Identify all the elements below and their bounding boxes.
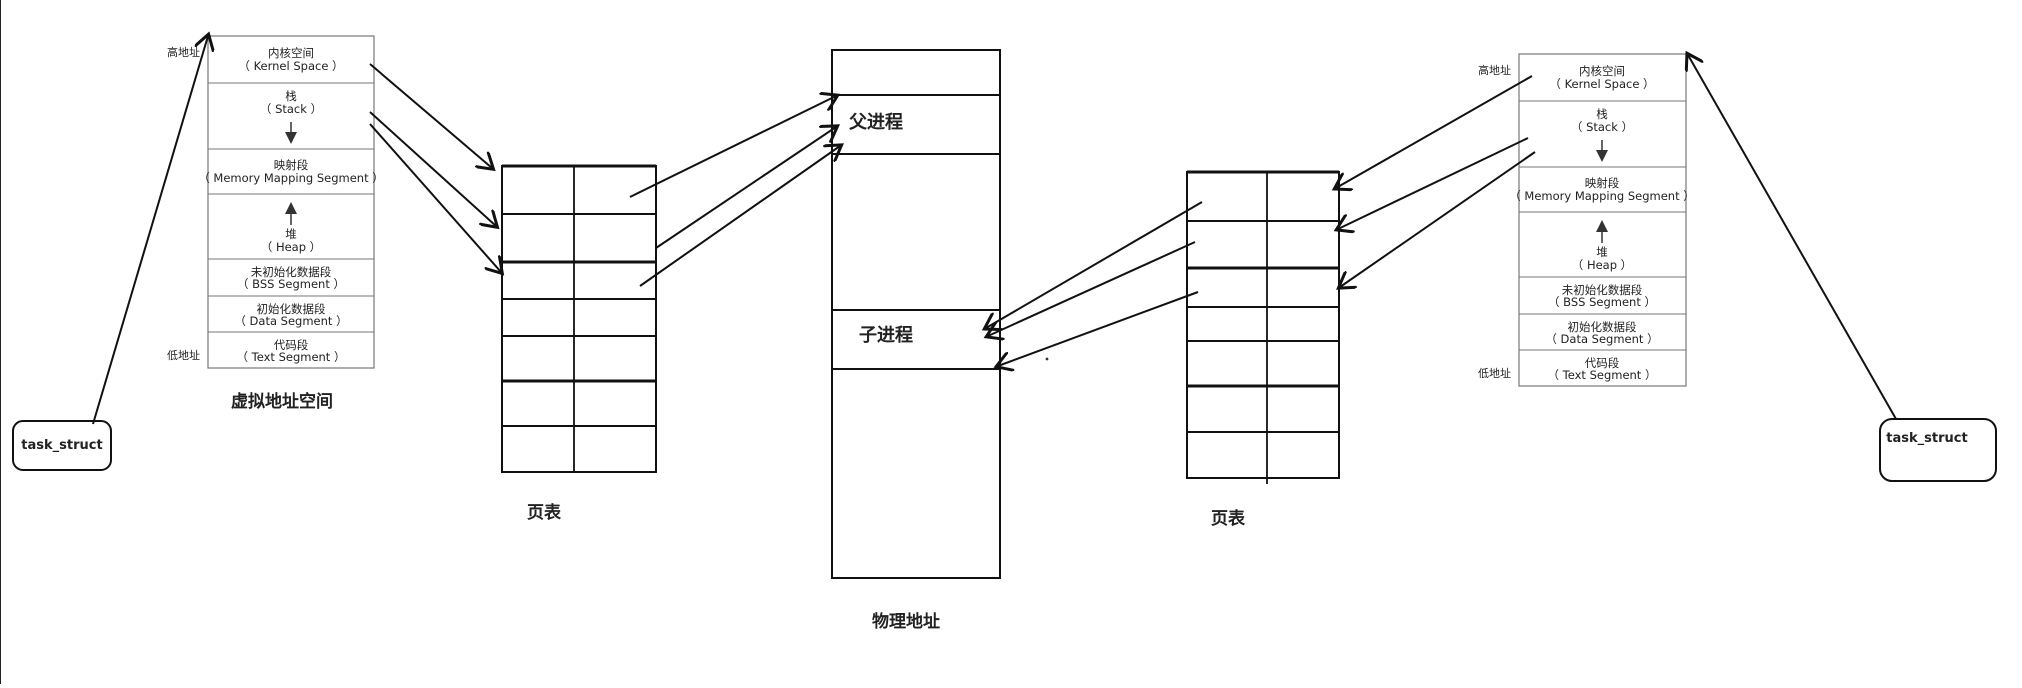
left-high-address-label: 高地址 — [167, 45, 200, 59]
left-seg-mmap-name: 映射段 — [274, 158, 309, 172]
right-seg-heap-en: （ Heap ） — [1572, 258, 1632, 272]
left-task-struct: task_struct — [12, 420, 112, 471]
left-seg-text-name: 代码段 — [274, 338, 309, 352]
physical-address-caption: 物理地址 — [872, 611, 940, 632]
right-seg-data-name: 初始化数据段 — [1568, 320, 1637, 334]
left-virtual-space-caption: 虚拟地址空间 — [231, 391, 333, 412]
right-seg-data-en: （ Data Segment ） — [1545, 332, 1658, 346]
right-task-struct-label: task_struct — [1886, 431, 1967, 446]
right-seg-bss-name: 未初始化数据段 — [1562, 283, 1643, 297]
left-seg-bss-en: （ BSS Segment ） — [237, 277, 345, 291]
left-page-table-to-parent-arrows — [629, 96, 840, 287]
left-seg-data-name: 初始化数据段 — [257, 302, 326, 316]
right-seg-text-en: （ Text Segment ） — [1548, 368, 1657, 382]
left-space-to-page-table-arrows — [369, 63, 501, 272]
right-seg-stack-en: （ Stack ） — [1571, 120, 1633, 134]
left-low-address-label: 低地址 — [167, 348, 200, 362]
left-seg-data-en: （ Data Segment ） — [234, 314, 347, 328]
left-seg-text-en: （ Text Segment ） — [237, 350, 346, 364]
child-process-label: 子进程 — [859, 325, 913, 346]
left-page-table-caption: 页表 — [527, 502, 562, 523]
child-process-region — [831, 309, 1001, 370]
right-seg-text-name: 代码段 — [1585, 356, 1620, 370]
right-seg-stack-name: 栈 — [1596, 107, 1608, 121]
right-virtual-address-space: 内核空间 （ Kernel Space ） 栈 （ Stack ） 映射段 （ … — [1478, 53, 1695, 387]
left-seg-stack-name: 栈 — [285, 89, 297, 103]
left-virtual-address-space: 内核空间 （ Kernel Space ） 栈 （ Stack ） 映射段 （ … — [167, 35, 384, 412]
left-seg-kernel-en: （ Kernel Space ） — [238, 59, 343, 73]
left-task-struct-label: task_struct — [21, 438, 102, 453]
left-task-to-space-arrow — [92, 36, 208, 425]
right-seg-kernel-en: （ Kernel Space ） — [1549, 77, 1654, 91]
right-seg-heap-name: 堆 — [1596, 245, 1608, 259]
right-space-to-page-table-arrows — [1336, 75, 1536, 287]
right-seg-mmap-en: （ Memory Mapping Segment ） — [1509, 189, 1695, 203]
parent-process-region — [831, 94, 1001, 155]
parent-process-label: 父进程 — [849, 112, 903, 133]
right-high-address-label: 高地址 — [1478, 63, 1511, 77]
left-seg-heap-en: （ Heap ） — [261, 240, 321, 254]
stray-dot — [1045, 357, 1049, 361]
right-task-struct: task_struct — [1879, 418, 1997, 482]
left-seg-stack-en: （ Stack ） — [260, 102, 322, 116]
physical-memory: 父进程 子进程 物理地址 — [831, 49, 1049, 632]
window-left-border — [0, 0, 1, 684]
left-seg-bss-name: 未初始化数据段 — [251, 265, 332, 279]
right-low-address-label: 低地址 — [1478, 366, 1511, 380]
right-page-table-to-child-arrows — [986, 201, 1203, 366]
left-seg-heap-name: 堆 — [285, 227, 297, 241]
right-seg-mmap-name: 映射段 — [1585, 176, 1620, 190]
left-page-table: 页表 — [501, 164, 657, 523]
right-page-table-caption: 页表 — [1211, 508, 1246, 529]
right-page-table: 页表 — [1186, 170, 1340, 529]
left-seg-mmap-en: （ Memory Mapping Segment ） — [198, 171, 384, 185]
right-seg-bss-en: （ BSS Segment ） — [1548, 295, 1656, 309]
right-task-to-space-arrow — [1688, 55, 1897, 420]
left-seg-kernel-name: 内核空间 — [268, 46, 314, 60]
right-seg-kernel-name: 内核空间 — [1579, 64, 1625, 78]
